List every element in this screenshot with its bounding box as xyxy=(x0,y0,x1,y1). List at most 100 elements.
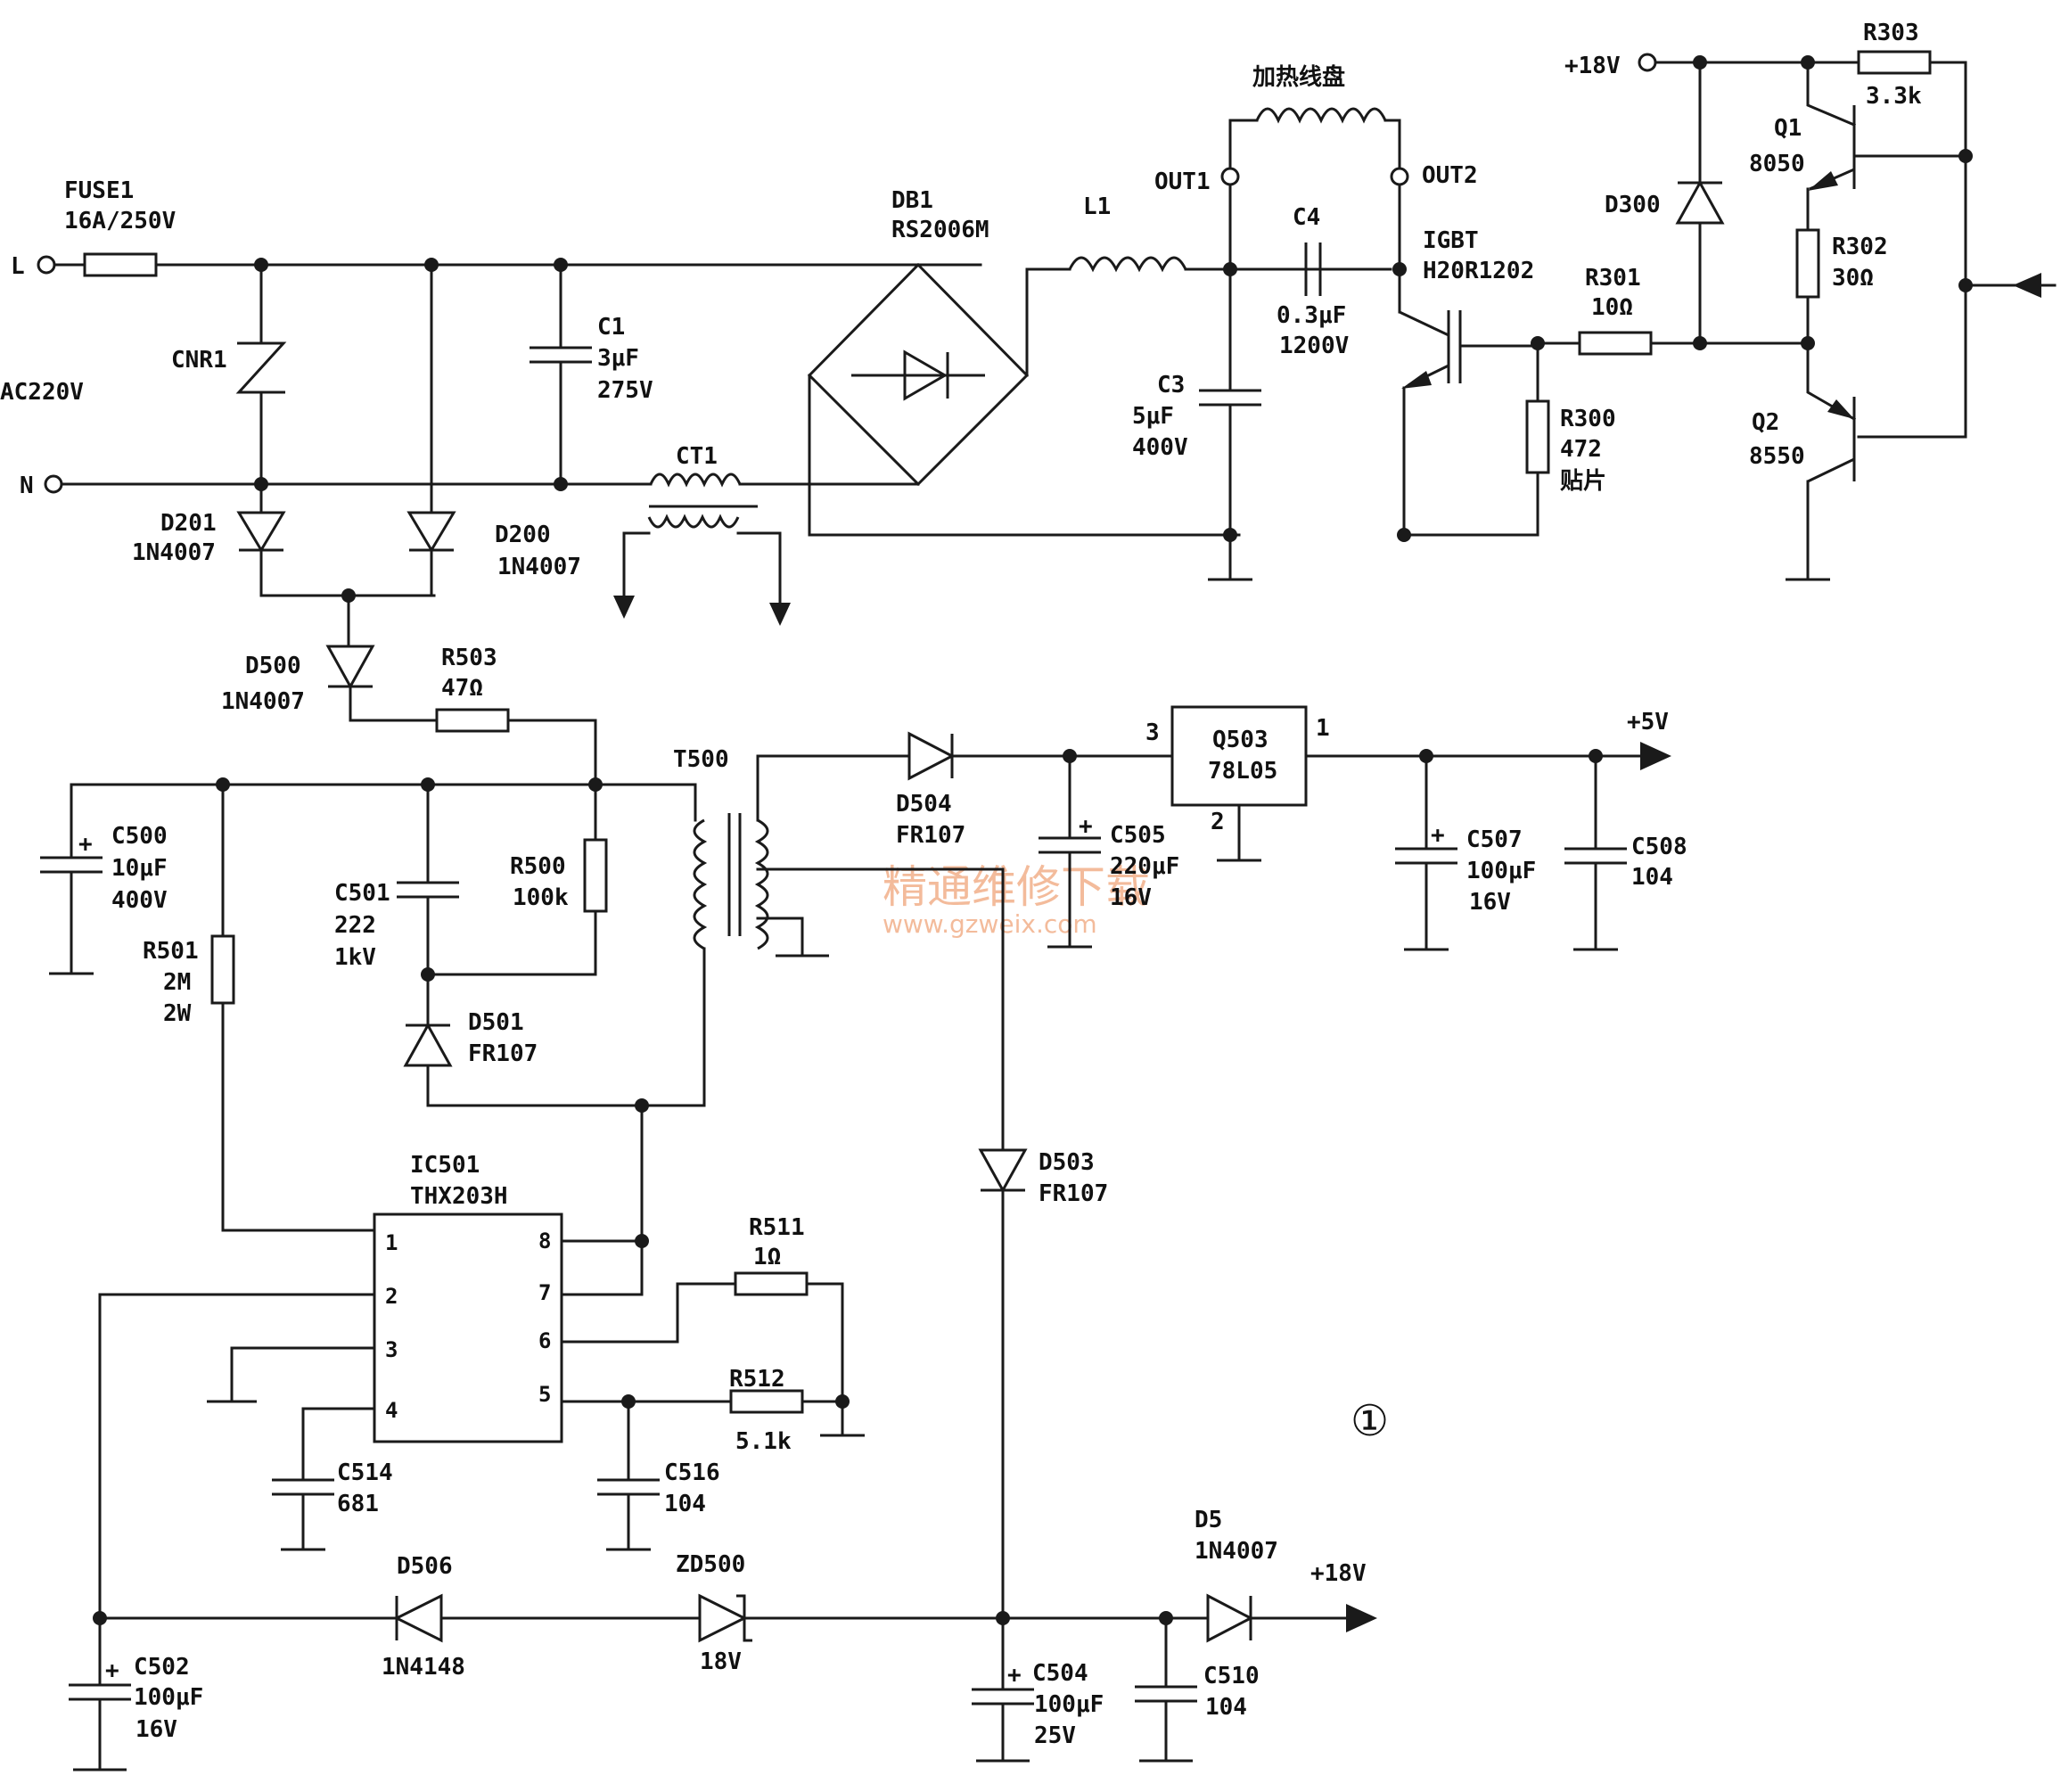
r302-value: 30Ω xyxy=(1832,265,1874,292)
c507-name: C507 xyxy=(1466,826,1523,853)
c507-value1: 100μF xyxy=(1466,858,1536,884)
fuse1 xyxy=(83,252,158,277)
c1-value1: 3μF xyxy=(597,345,639,372)
diode-d200 xyxy=(406,511,456,553)
q1-value: 8050 xyxy=(1749,151,1805,177)
r512-name: R512 xyxy=(729,1366,785,1393)
db1-value: RS2006M xyxy=(891,217,989,243)
db1-name: DB1 xyxy=(891,187,933,214)
ic-pin8: 8 xyxy=(538,1229,551,1254)
c504-value2: 25V xyxy=(1034,1722,1076,1749)
label-l: L xyxy=(11,253,25,280)
c501-value1: 222 xyxy=(334,912,376,939)
heating-coil xyxy=(1255,107,1387,124)
c510-value: 104 xyxy=(1205,1694,1247,1721)
zener-zd500 xyxy=(698,1593,748,1643)
c505-value2: 16V xyxy=(1110,884,1152,911)
resistor-r501 xyxy=(210,934,235,1005)
r500-name: R500 xyxy=(510,853,566,880)
mains-input: L N AC220V xyxy=(0,253,84,499)
c1-name: C1 xyxy=(597,314,625,341)
transformer-t500-secondary xyxy=(754,818,769,950)
r512-value: 5.1k xyxy=(735,1428,792,1455)
v5-output-arrow xyxy=(1640,742,1671,770)
c501-name: C501 xyxy=(334,880,390,907)
varistor-cnr1 xyxy=(235,341,287,394)
c504-name: C504 xyxy=(1032,1660,1088,1687)
c1-value2: 275V xyxy=(597,377,653,404)
d501-value: FR107 xyxy=(468,1040,538,1067)
diode-d506 xyxy=(393,1593,443,1643)
q503-value: 78L05 xyxy=(1208,758,1277,785)
diode-d503 xyxy=(978,1148,1028,1194)
d5-name: D5 xyxy=(1195,1507,1222,1533)
r503-name: R503 xyxy=(441,645,497,671)
d501-name: D501 xyxy=(468,1009,524,1036)
terminal-n xyxy=(44,474,63,494)
r300-note: 贴片 xyxy=(1560,468,1606,495)
v18-top-label: +18V xyxy=(1564,53,1621,79)
c500-name: C500 xyxy=(111,823,168,850)
c514-value: 681 xyxy=(337,1491,379,1517)
inductor-l1 xyxy=(1068,256,1187,273)
c514-name: C514 xyxy=(337,1459,393,1486)
c508-value: 104 xyxy=(1631,864,1673,891)
d201-name: D201 xyxy=(160,510,217,537)
capacitor-c3 xyxy=(1199,389,1261,407)
out2-label: OUT2 xyxy=(1422,162,1478,189)
t500-label: T500 xyxy=(673,746,729,773)
c505-plus: + xyxy=(1079,813,1093,840)
d201-value: 1N4007 xyxy=(132,539,216,566)
capacitor-c4 xyxy=(1304,242,1322,296)
igbt-value: H20R1202 xyxy=(1423,258,1534,284)
input-signal-arrow xyxy=(2013,273,2041,298)
d504-name: D504 xyxy=(896,791,952,818)
c3-value2: 400V xyxy=(1132,434,1188,461)
resistor-r512 xyxy=(729,1389,804,1414)
capacitor-c514 xyxy=(272,1478,334,1496)
ct1-label: CT1 xyxy=(676,443,718,470)
r302-name: R302 xyxy=(1832,234,1888,260)
r301-value: 10Ω xyxy=(1591,294,1633,321)
r301-name: R301 xyxy=(1585,265,1641,292)
v5-label: +5V xyxy=(1627,709,1669,736)
resistor-r301 xyxy=(1578,331,1653,356)
diode-d500 xyxy=(325,645,375,690)
q1-name: Q1 xyxy=(1774,115,1802,142)
zd500-name: ZD500 xyxy=(676,1551,745,1578)
q2-value: 8550 xyxy=(1749,443,1805,470)
q503-pin1: 1 xyxy=(1316,715,1330,742)
ic501-value: THX203H xyxy=(410,1183,508,1210)
transformer-ct1-secondary xyxy=(647,514,740,529)
r511-value: 1Ω xyxy=(753,1244,781,1270)
c510-name: C510 xyxy=(1203,1663,1260,1689)
c505-value1: 220μF xyxy=(1110,853,1179,880)
diode-d501 xyxy=(403,1022,453,1067)
ic-pin3: 3 xyxy=(385,1337,398,1362)
c500-value2: 400V xyxy=(111,887,168,914)
terminal-l xyxy=(37,255,56,275)
r500-value: 100k xyxy=(513,884,569,911)
r501-value1: 2M xyxy=(163,969,191,996)
r511-name: R511 xyxy=(749,1214,805,1241)
resistor-r302 xyxy=(1795,228,1820,299)
r501-value2: 2W xyxy=(163,1000,192,1027)
d200-name: D200 xyxy=(495,522,551,548)
ic501-chip xyxy=(373,1212,563,1443)
c507-plus: + xyxy=(1431,822,1445,849)
regulator-q503 xyxy=(1170,705,1308,807)
ic-pin7: 7 xyxy=(538,1280,551,1305)
capacitor-c507 xyxy=(1395,847,1457,865)
r300-value: 472 xyxy=(1560,436,1602,463)
fuse1-name: FUSE1 xyxy=(64,177,134,204)
c4-name: C4 xyxy=(1293,204,1320,231)
ic-pin5: 5 xyxy=(538,1382,551,1407)
r300-name: R300 xyxy=(1560,406,1616,432)
d506-name: D506 xyxy=(397,1553,453,1580)
resistor-r300 xyxy=(1525,399,1550,474)
c3-value1: 5μF xyxy=(1132,403,1174,430)
v18-bottom-label: +18V xyxy=(1310,1560,1367,1587)
diode-d300 xyxy=(1675,179,1725,225)
resistor-r503 xyxy=(435,708,510,733)
c505-name: C505 xyxy=(1110,822,1166,849)
